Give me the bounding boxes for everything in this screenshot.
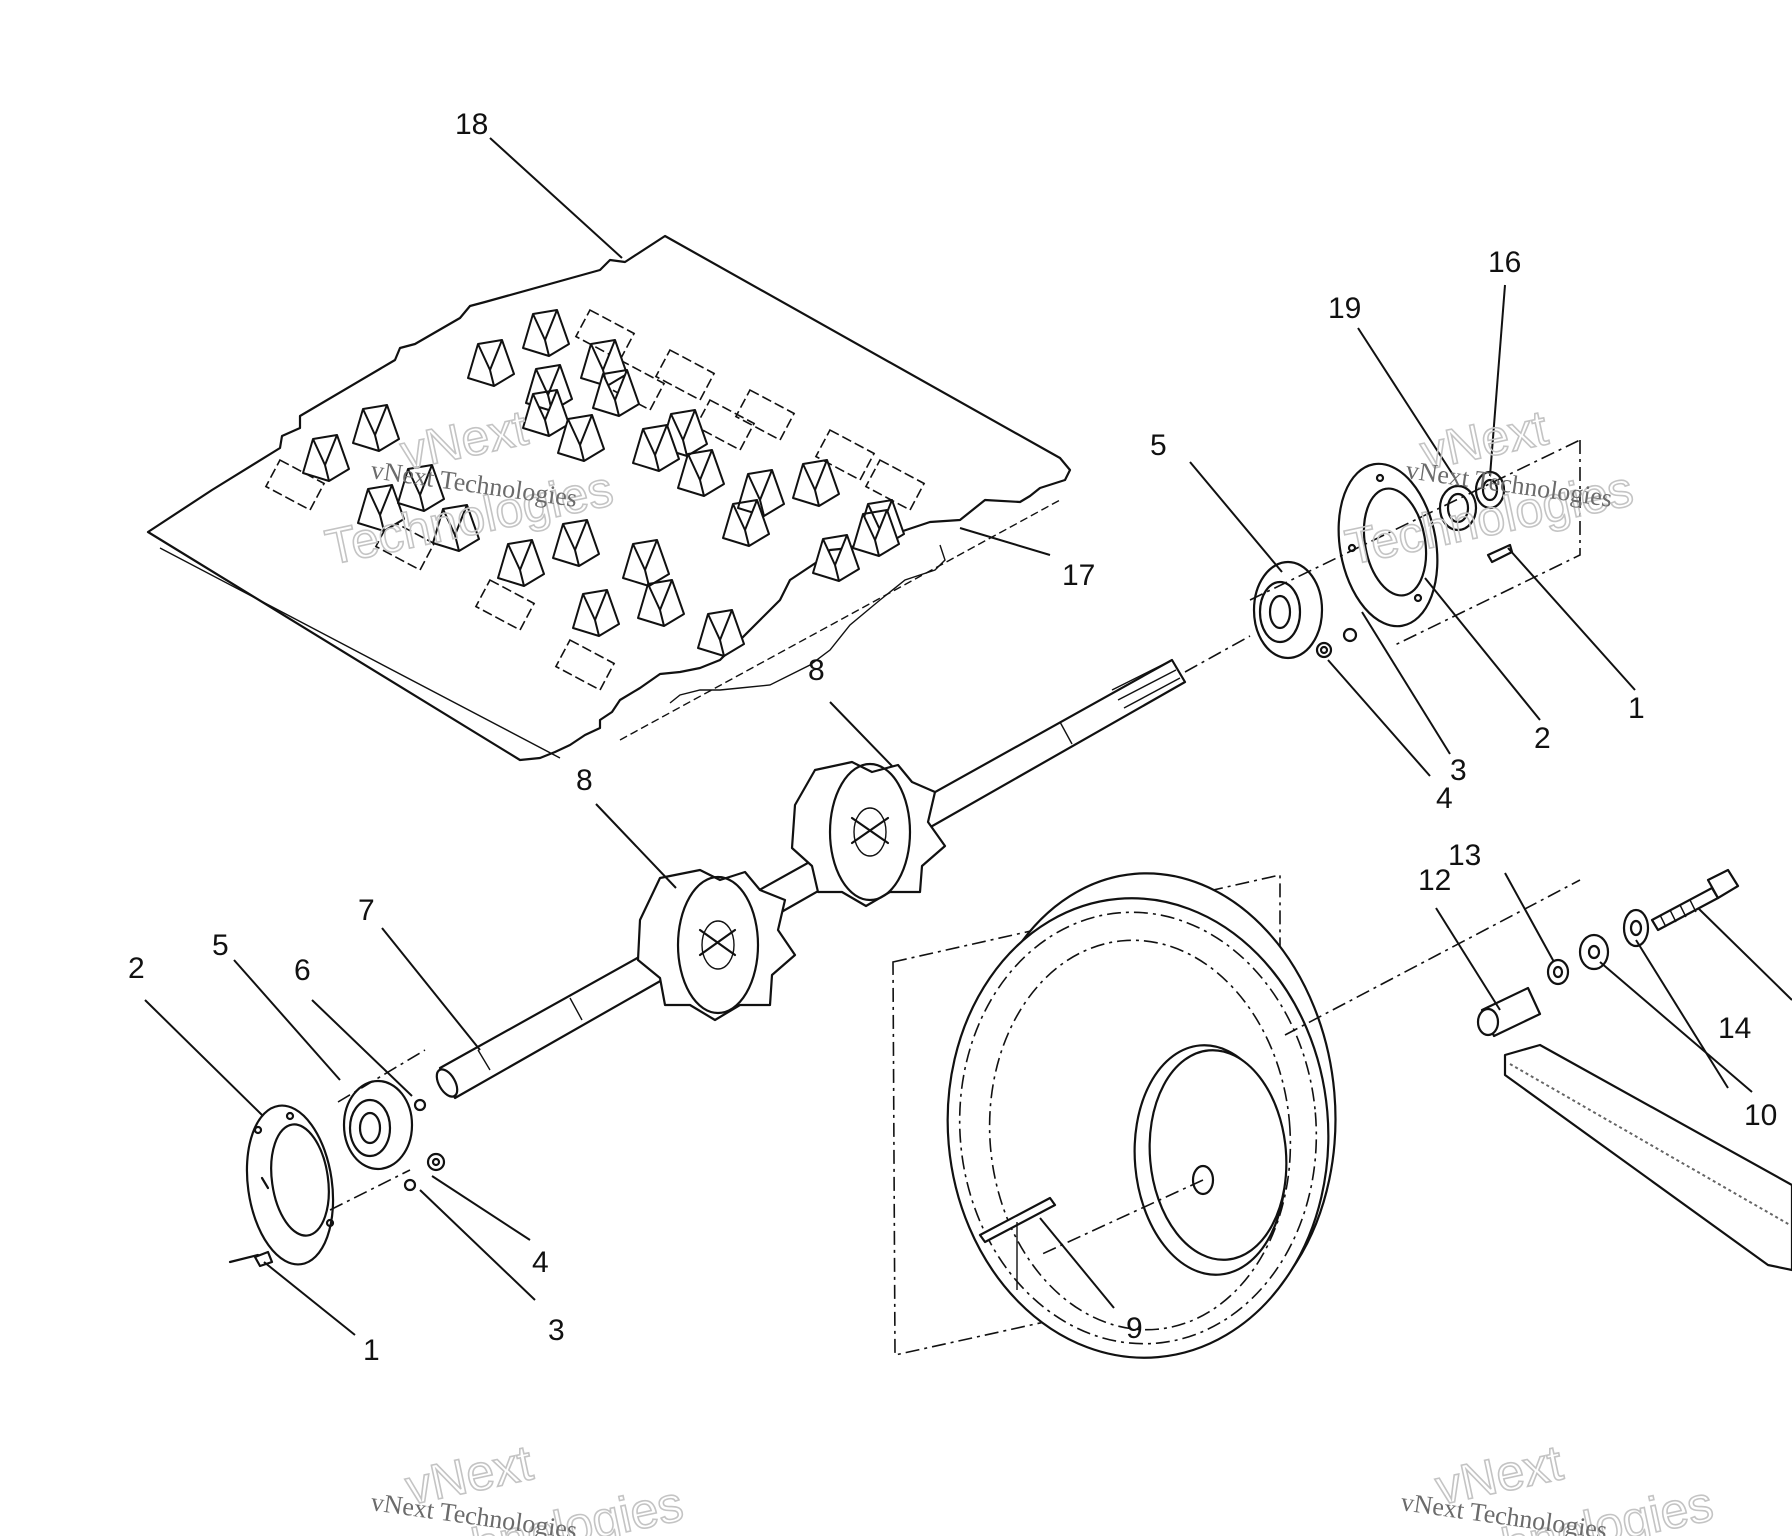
callout-7: 7 bbox=[358, 894, 375, 927]
drive-wheel bbox=[892, 872, 1581, 1359]
small-parts-left bbox=[228, 1049, 446, 1268]
track-lug bbox=[722, 499, 770, 547]
track-lug bbox=[792, 459, 840, 507]
bearing-housing-right bbox=[1337, 462, 1439, 628]
track-lug bbox=[812, 534, 860, 582]
callout-18: 18 bbox=[455, 108, 488, 141]
callout-14: 14 bbox=[1718, 1012, 1751, 1045]
leader-lines bbox=[144, 137, 1792, 1336]
track-lug bbox=[697, 609, 745, 657]
callout-4-left: 4 bbox=[532, 1246, 549, 1279]
callout-13: 13 bbox=[1448, 839, 1481, 872]
callout-labels: 18 17 5 19 16 2 1 3 4 8 8 7 6 5 2 4 3 1 … bbox=[128, 108, 1777, 1367]
callout-19: 19 bbox=[1328, 292, 1361, 325]
callout-2-right: 2 bbox=[1534, 722, 1551, 755]
track-lug bbox=[572, 589, 620, 637]
track-lug bbox=[467, 339, 515, 387]
callout-17: 17 bbox=[1062, 559, 1095, 592]
track-lug bbox=[522, 309, 570, 357]
callout-8-left: 8 bbox=[576, 764, 593, 797]
track-lug bbox=[522, 389, 570, 437]
callout-6: 6 bbox=[294, 954, 311, 987]
track-lug bbox=[497, 539, 545, 587]
bearing-right bbox=[1252, 560, 1324, 660]
callout-16: 16 bbox=[1488, 246, 1521, 279]
drive-belt bbox=[1503, 1043, 1792, 1272]
callout-8-right: 8 bbox=[808, 654, 825, 687]
bearing-housing-left bbox=[245, 1104, 335, 1266]
track-lug bbox=[737, 469, 785, 517]
lock-washer bbox=[1622, 908, 1650, 948]
track-lug bbox=[557, 414, 605, 462]
washer-large bbox=[1578, 933, 1610, 971]
callout-4-right: 4 bbox=[1436, 782, 1453, 815]
track-lug bbox=[352, 404, 400, 452]
track-lug bbox=[632, 424, 680, 472]
callout-12: 12 bbox=[1418, 864, 1451, 897]
track-lug bbox=[552, 519, 600, 567]
spacer-bushing bbox=[1476, 986, 1542, 1038]
callout-1-right: 1 bbox=[1628, 692, 1645, 725]
bolt bbox=[1650, 868, 1740, 932]
track-lug bbox=[432, 504, 480, 552]
track-lug bbox=[852, 509, 900, 557]
track-lug bbox=[592, 369, 640, 417]
sprocket-right bbox=[790, 760, 947, 908]
callout-10: 10 bbox=[1744, 1099, 1777, 1132]
washer-small bbox=[1546, 958, 1570, 986]
callout-5-right: 5 bbox=[1150, 429, 1167, 462]
track-lug bbox=[397, 464, 445, 512]
callout-5-left: 5 bbox=[212, 929, 229, 962]
track-belt bbox=[146, 234, 1072, 762]
track-lug bbox=[677, 449, 725, 497]
bearing-left bbox=[342, 1079, 414, 1171]
callout-3-right: 3 bbox=[1450, 754, 1467, 787]
track-lug bbox=[637, 579, 685, 627]
track-lug bbox=[302, 434, 350, 482]
callout-9: 9 bbox=[1126, 1312, 1143, 1345]
callout-1-left: 1 bbox=[363, 1334, 380, 1367]
small-parts-right bbox=[1249, 439, 1581, 659]
callout-3-left: 3 bbox=[548, 1314, 565, 1347]
callout-2-left: 2 bbox=[128, 952, 145, 985]
sprocket-left bbox=[636, 868, 797, 1022]
